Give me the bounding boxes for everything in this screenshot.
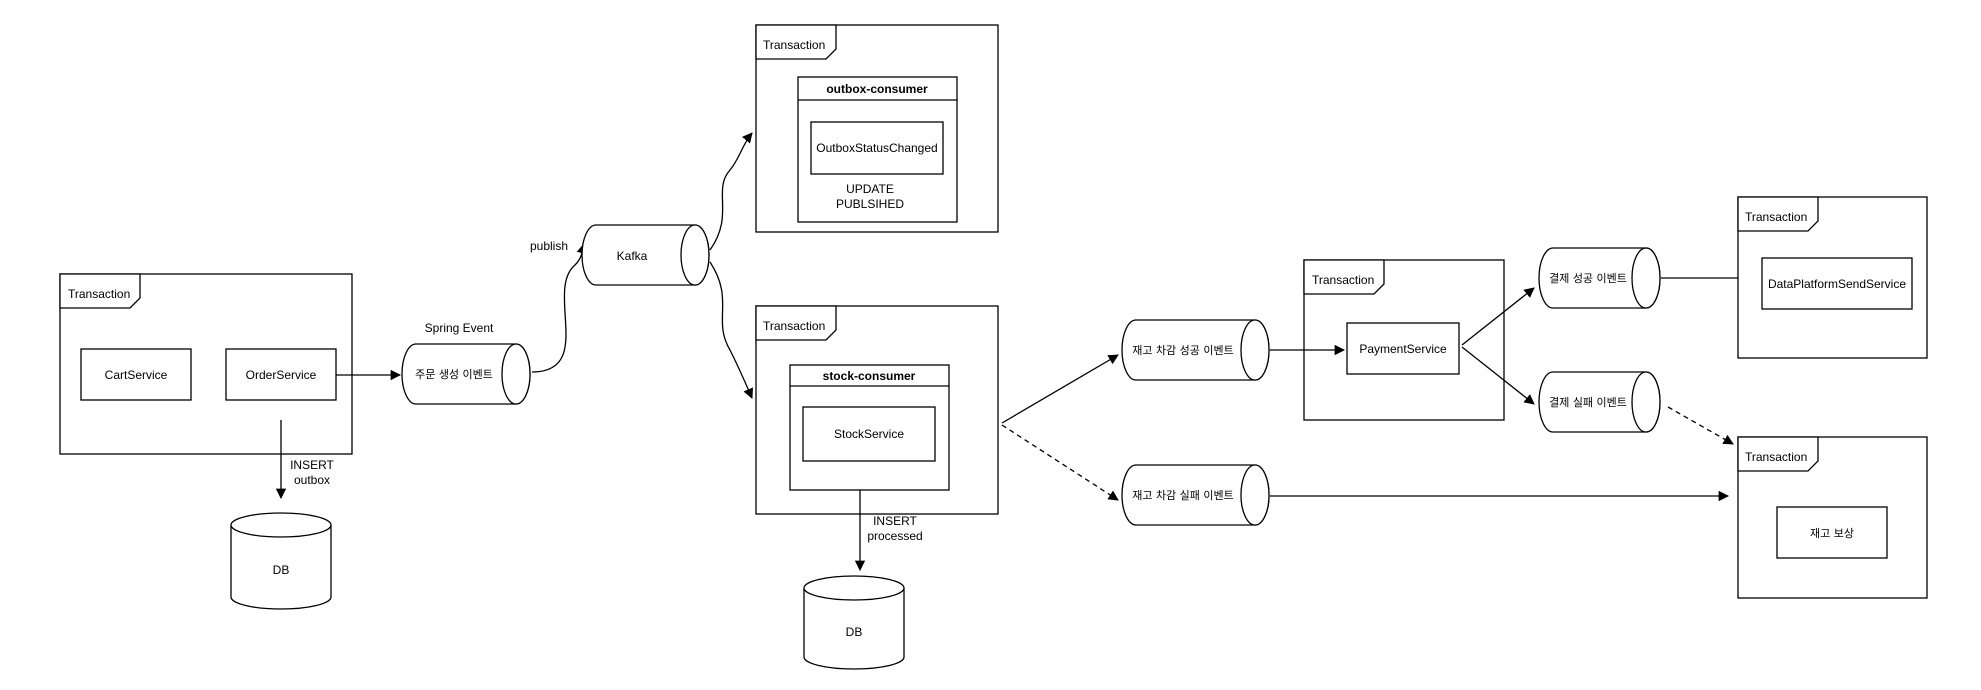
stock-compensation-box: 재고 보상 — [1776, 506, 1888, 559]
stock-fail-event-queue: 재고 차감 실패 이벤트 — [1121, 464, 1270, 526]
update-note-line-1: UPDATE — [846, 182, 894, 196]
cart-service-label: CartService — [105, 368, 168, 382]
stock-to-fail-arrow — [1001, 424, 1119, 501]
stock-service-label: StockService — [834, 427, 904, 441]
outbox-transaction-label: Transaction — [763, 38, 825, 52]
payment-service-label: PaymentService — [1359, 342, 1447, 356]
dataplatform-service-label: DataPlatformSendService — [1768, 277, 1906, 291]
insert-outbox-label-2: outbox — [294, 473, 330, 487]
payment-fail-event-queue: 결제 실패 이벤트 — [1538, 371, 1661, 433]
order-created-event-label: 주문 생성 이벤트 — [415, 368, 493, 381]
db-middle-cylinder: DB — [803, 575, 905, 670]
insert-processed-label-1: INSERT — [873, 514, 917, 528]
update-note-line-2: PUBLSIHED — [836, 197, 904, 211]
order-transaction-label: Transaction — [68, 287, 130, 301]
order-service-label: OrderService — [246, 368, 317, 382]
stock-compensation-label: 재고 보상 — [1810, 527, 1854, 540]
publish-label: publish — [530, 239, 568, 253]
db-middle-label: DB — [846, 625, 863, 639]
db-left-cylinder: DB — [230, 512, 332, 610]
payment-success-event-label: 결제 성공 이벤트 — [1549, 272, 1627, 285]
payment-transaction-label: Transaction — [1312, 273, 1374, 287]
outbox-consumer-title: outbox-consumer — [826, 82, 928, 96]
stock-success-event-label: 재고 차감 성공 이벤트 — [1132, 344, 1234, 357]
payment-to-success-arrow — [1461, 287, 1535, 346]
kafka-queue: Kafka — [581, 224, 710, 286]
stock-fail-event-label: 재고 차감 실패 이벤트 — [1132, 489, 1234, 502]
stock-consumer-title: stock-consumer — [823, 369, 916, 383]
order-created-event-queue: 주문 생성 이벤트 — [401, 343, 531, 405]
stock-success-event-queue: 재고 차감 성공 이벤트 — [1121, 319, 1270, 381]
db-left-label: DB — [273, 563, 290, 577]
stock-transaction-label: Transaction — [763, 319, 825, 333]
kafka-to-stock-arrow — [709, 261, 754, 399]
stock-service-box: StockService — [802, 406, 936, 462]
stock-to-success-arrow — [1001, 354, 1119, 424]
outbox-status-changed-box: OutboxStatusChanged — [810, 121, 944, 175]
kafka-to-outbox-arrow — [709, 132, 753, 251]
kafka-label: Kafka — [617, 249, 648, 263]
payment-to-fail-arrow — [1461, 346, 1535, 405]
cart-service-box: CartService — [80, 348, 192, 401]
publish-arrow — [531, 242, 587, 373]
compensation-transaction-label: Transaction — [1745, 450, 1807, 464]
outbox-status-changed-label: OutboxStatusChanged — [816, 141, 937, 155]
payment-success-event-queue: 결제 성공 이벤트 — [1538, 247, 1661, 309]
dataplatform-transaction-label: Transaction — [1745, 210, 1807, 224]
payment-service-box: PaymentService — [1346, 322, 1460, 375]
insert-outbox-label-1: INSERT — [290, 458, 334, 472]
dataplatform-service-box: DataPlatformSendService — [1761, 257, 1913, 310]
order-service-box: OrderService — [225, 348, 337, 401]
fail-to-compensation-arrow — [1667, 406, 1734, 445]
payment-fail-event-label: 결제 실패 이벤트 — [1549, 396, 1627, 409]
spring-event-label: Spring Event — [425, 321, 494, 335]
insert-processed-label-2: processed — [867, 529, 922, 543]
